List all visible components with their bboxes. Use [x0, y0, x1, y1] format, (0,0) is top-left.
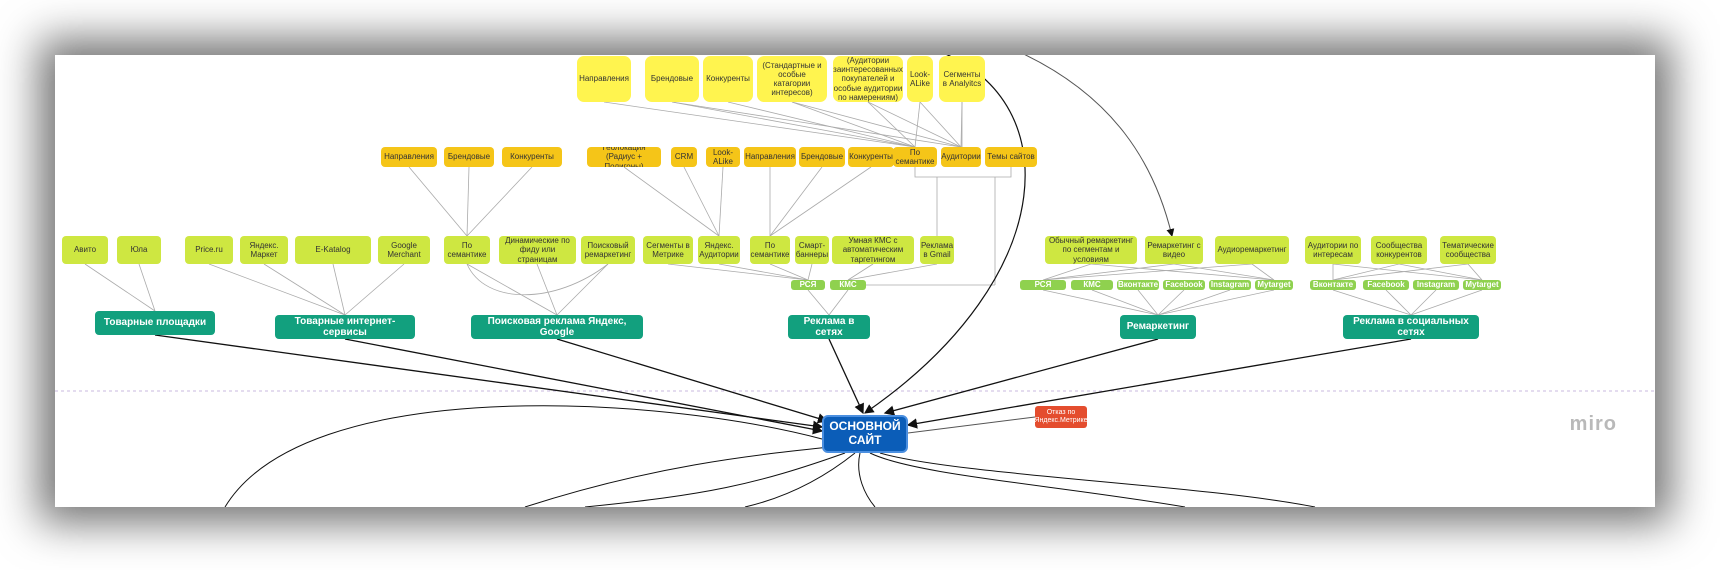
interest-categories-node[interactable]: (Стандартные и особые катагории интересо… — [757, 56, 827, 102]
smart-banners-node[interactable]: Смарт-баннеры — [795, 236, 829, 264]
platform-rsya-remarketing[interactable]: РСЯ — [1020, 280, 1066, 290]
interest-audiences-node[interactable]: Аудитории по интересам — [1305, 236, 1361, 264]
platform-mytarget-social[interactable]: Mytarget — [1463, 280, 1501, 290]
google-merchant-node[interactable]: Google Merchant — [378, 236, 430, 264]
platform-rsya-networks[interactable]: РСЯ — [791, 280, 825, 290]
platform-instagram-remarketing[interactable]: Instagram — [1209, 280, 1251, 290]
platform-kms-remarketing[interactable]: КМС — [1071, 280, 1113, 290]
crm-node[interactable]: CRM — [671, 147, 697, 167]
standard-remarketing-node[interactable]: Обычный ремаркетинг по сегментам и услов… — [1045, 236, 1137, 264]
platform-kms-networks[interactable]: КМС — [830, 280, 866, 290]
main-site-node[interactable]: ОСНОВНОЙ САЙТ — [822, 415, 908, 453]
dynamic-ads-node[interactable]: Динамические по фиду или страницам — [499, 236, 576, 264]
yandex-audiences-node[interactable]: Яндекс. Аудитории — [698, 236, 740, 264]
platform-vk-social[interactable]: Вконтакте — [1310, 280, 1356, 290]
audience-brand-node[interactable]: Брендовые — [645, 56, 699, 102]
intent-audiences-node[interactable]: (Аудитории заинтересованных покупателей … — [833, 56, 903, 102]
search-semantics-node[interactable]: По семантике — [444, 236, 490, 264]
ekatalog-node[interactable]: E-Katalog — [295, 236, 371, 264]
kms-semantics-node[interactable]: По семантике — [893, 147, 937, 167]
price-ru-node[interactable]: Price.ru — [185, 236, 233, 264]
network-semantics-node[interactable]: По семантике — [750, 236, 790, 264]
geolocation-node[interactable]: Геолокация (Радиус + Полигоны) — [587, 147, 661, 167]
video-remarketing-node[interactable]: Ремаркетинг с видео — [1145, 236, 1203, 264]
category-network-ads[interactable]: Реклама в сетях — [788, 315, 870, 339]
category-marketplaces[interactable]: Товарные площадки — [95, 311, 215, 335]
gmail-ads-node[interactable]: Реклама в Gmail — [920, 236, 954, 264]
search-brand-node[interactable]: Брендовые — [444, 147, 494, 167]
avito-node[interactable]: Авито — [62, 236, 108, 264]
platform-mytarget-remarketing[interactable]: Mytarget — [1255, 280, 1293, 290]
thematic-communities-node[interactable]: Тематические сообщества — [1440, 236, 1496, 264]
platform-facebook-social[interactable]: Facebook — [1363, 280, 1409, 290]
analytics-segments-node[interactable]: Сегменты в Analyitcs — [939, 56, 985, 102]
category-remarketing[interactable]: Ремаркетинг — [1120, 315, 1196, 339]
network-directions-node[interactable]: Направления — [744, 147, 796, 167]
platform-vk-remarketing[interactable]: Вконтакте — [1117, 280, 1159, 290]
search-competitors-node[interactable]: Конкуренты — [502, 147, 562, 167]
platform-facebook-remarketing[interactable]: Facebook — [1163, 280, 1205, 290]
kms-audiences-node[interactable]: Аудитории — [941, 147, 981, 167]
kms-site-topics-node[interactable]: Темы сайтов — [985, 147, 1037, 167]
metrika-segments-node[interactable]: Сегменты в Метрике — [643, 236, 693, 264]
audience-competitors-node[interactable]: Конкуренты — [703, 56, 753, 102]
connector-layer — [55, 55, 1655, 507]
yula-node[interactable]: Юла — [117, 236, 161, 264]
yandex-market-node[interactable]: Яндекс. Маркет — [240, 236, 288, 264]
category-search-ads[interactable]: Поисковая реклама Яндекс, Google — [471, 315, 643, 339]
audience-directions-node[interactable]: Направления — [577, 56, 631, 102]
audio-remarketing-node[interactable]: Аудиоремаркетинг — [1215, 236, 1289, 264]
search-remarketing-node[interactable]: Поисковый ремаркетинг — [581, 236, 635, 264]
platform-instagram-social[interactable]: Instagram — [1413, 280, 1459, 290]
miro-logo: miro — [1569, 413, 1617, 435]
category-shopping-services[interactable]: Товарные интернет-сервисы — [275, 315, 415, 339]
competitor-communities-node[interactable]: Сообщества конкурентов — [1371, 236, 1427, 264]
category-social-ads[interactable]: Реклама в социальных сетях — [1343, 315, 1479, 339]
network-brand-node[interactable]: Брендовые — [799, 147, 845, 167]
bounce-metrika-node[interactable]: Отказ по Яндекс.Метрике — [1035, 406, 1087, 428]
smart-gdn-node[interactable]: Умная КМС с автоматическим таргетингом — [832, 236, 914, 264]
lookalike-audiences-node[interactable]: Look-ALike — [907, 56, 933, 102]
miro-board: ОСНОВНОЙ САЙТ Отказ по Яндекс.Метрике То… — [55, 55, 1655, 507]
network-competitors-node[interactable]: Конкуренты — [848, 147, 894, 167]
search-directions-node[interactable]: Направления — [381, 147, 437, 167]
lookalike-networks-node[interactable]: Look-ALike — [706, 147, 740, 167]
